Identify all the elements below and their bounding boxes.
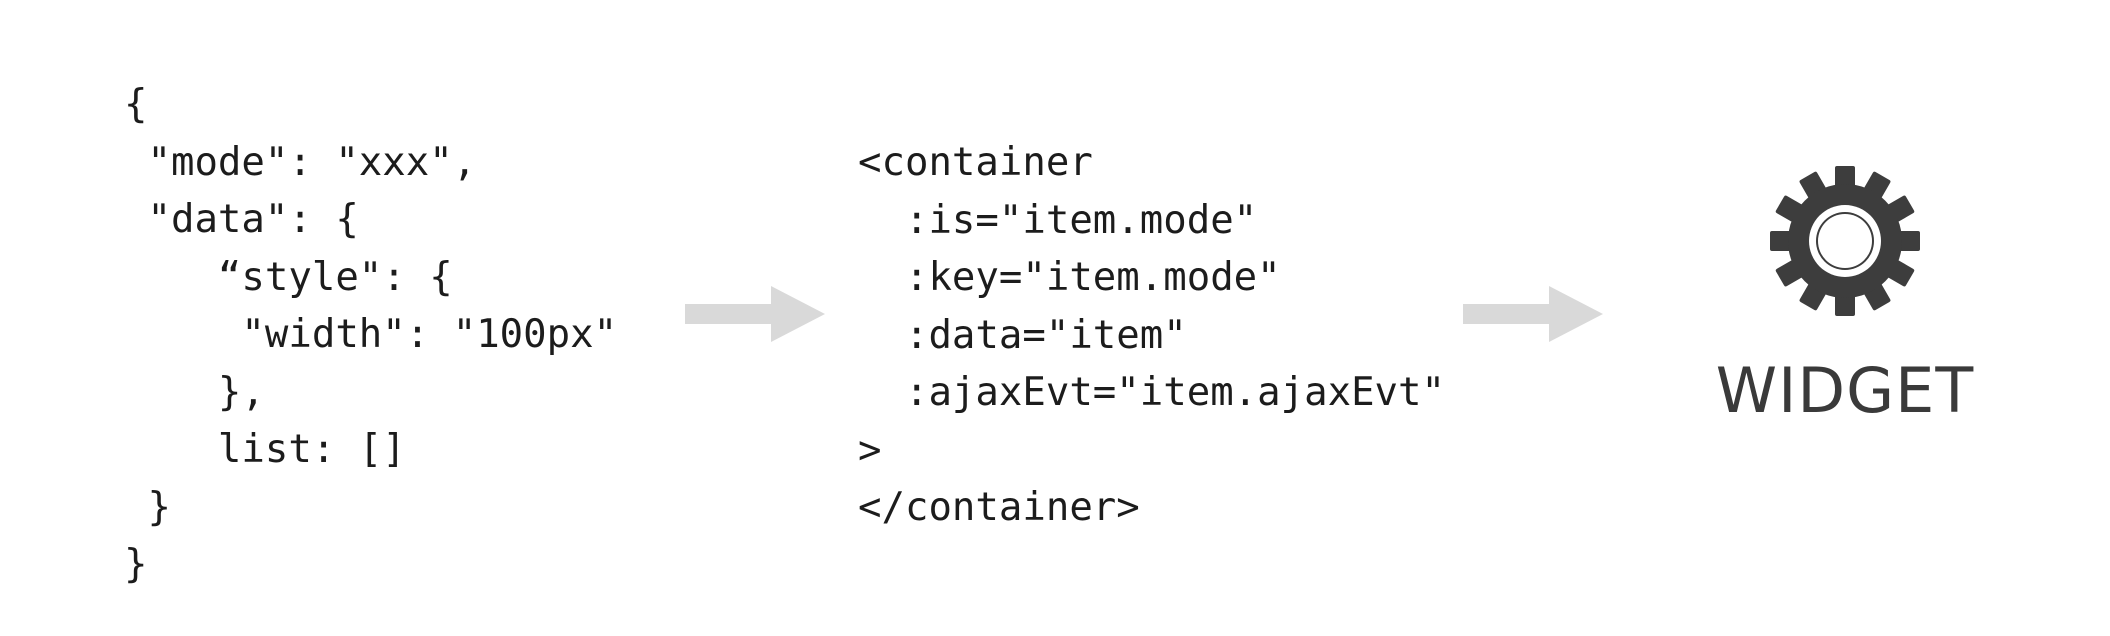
json-line: } xyxy=(124,542,148,587)
widget-label: WIDGET xyxy=(1715,354,1975,427)
json-line: { xyxy=(124,82,148,127)
right-arrow-icon xyxy=(685,286,825,342)
json-config-code: { "mode": "xxx", "data": { “style": { "w… xyxy=(124,76,617,594)
template-line: </container> xyxy=(858,485,1140,530)
json-line: "width": "100px" xyxy=(124,312,618,357)
container-template-code: <container :is="item.mode" :key="item.mo… xyxy=(858,134,1445,537)
json-line: }, xyxy=(124,369,265,415)
template-line: :ajaxEvt="item.ajaxEvt" xyxy=(858,370,1445,415)
widget-output: WIDGET xyxy=(1700,150,1990,450)
json-line: “style": { xyxy=(124,254,453,300)
template-line: > xyxy=(858,427,882,473)
json-line: } xyxy=(124,484,171,530)
arrow-shape xyxy=(685,286,825,342)
template-line: :data="item" xyxy=(858,312,1187,358)
template-line: <container xyxy=(858,140,1093,185)
arrow-shape xyxy=(1463,286,1603,342)
json-line: "mode": "xxx", xyxy=(124,139,477,185)
template-line: :key="item.mode" xyxy=(858,255,1281,300)
gear-icon xyxy=(1770,166,1920,316)
right-arrow-icon xyxy=(1463,286,1603,342)
json-line: list: [] xyxy=(124,427,406,472)
json-line: "data": { xyxy=(124,197,359,242)
template-line: :is="item.mode" xyxy=(858,197,1258,243)
